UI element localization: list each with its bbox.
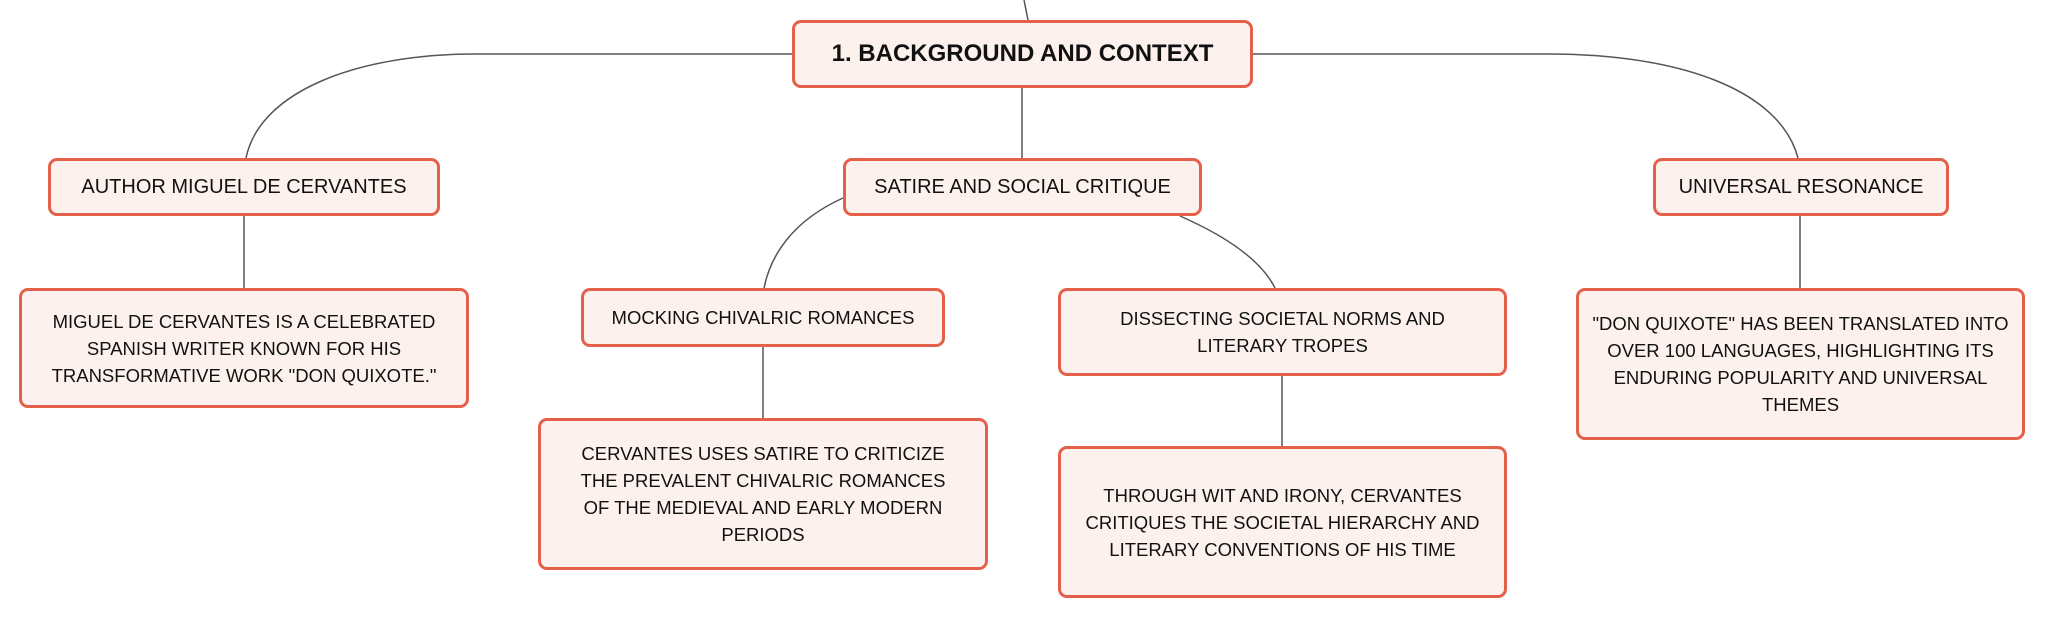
- detail-universal-resonance[interactable]: "DON QUIXOTE" HAS BEEN TRANSLATED INTO O…: [1576, 288, 2025, 440]
- connector-root-author: [245, 53, 792, 159]
- topic-satire[interactable]: SATIRE AND SOCIAL CRITIQUE: [843, 158, 1202, 216]
- connector-root-resonance: [1253, 53, 1799, 159]
- connector-satire-dissecting: [1179, 215, 1276, 289]
- subtopic-mocking-chivalric[interactable]: MOCKING CHIVALRIC ROMANCES: [581, 288, 945, 347]
- detail-author[interactable]: MIGUEL DE CERVANTES IS A CELEBRATED SPAN…: [19, 288, 469, 408]
- root-node[interactable]: 1. BACKGROUND AND CONTEXT: [792, 20, 1253, 88]
- detail-dissecting-norms[interactable]: THROUGH WIT AND IRONY, CERVANTES CRITIQU…: [1058, 446, 1507, 598]
- topic-universal-resonance[interactable]: UNIVERSAL RESONANCE: [1653, 158, 1949, 216]
- detail-mocking-chivalric[interactable]: CERVANTES USES SATIRE TO CRITICIZE THE P…: [538, 418, 988, 570]
- subtopic-dissecting-norms[interactable]: DISSECTING SOCIETAL NORMS AND LITERARY T…: [1058, 288, 1507, 376]
- connector-parent-link: [1023, 0, 1029, 21]
- topic-author[interactable]: AUTHOR MIGUEL DE CERVANTES: [48, 158, 440, 216]
- connector-satire-mocking: [763, 197, 844, 289]
